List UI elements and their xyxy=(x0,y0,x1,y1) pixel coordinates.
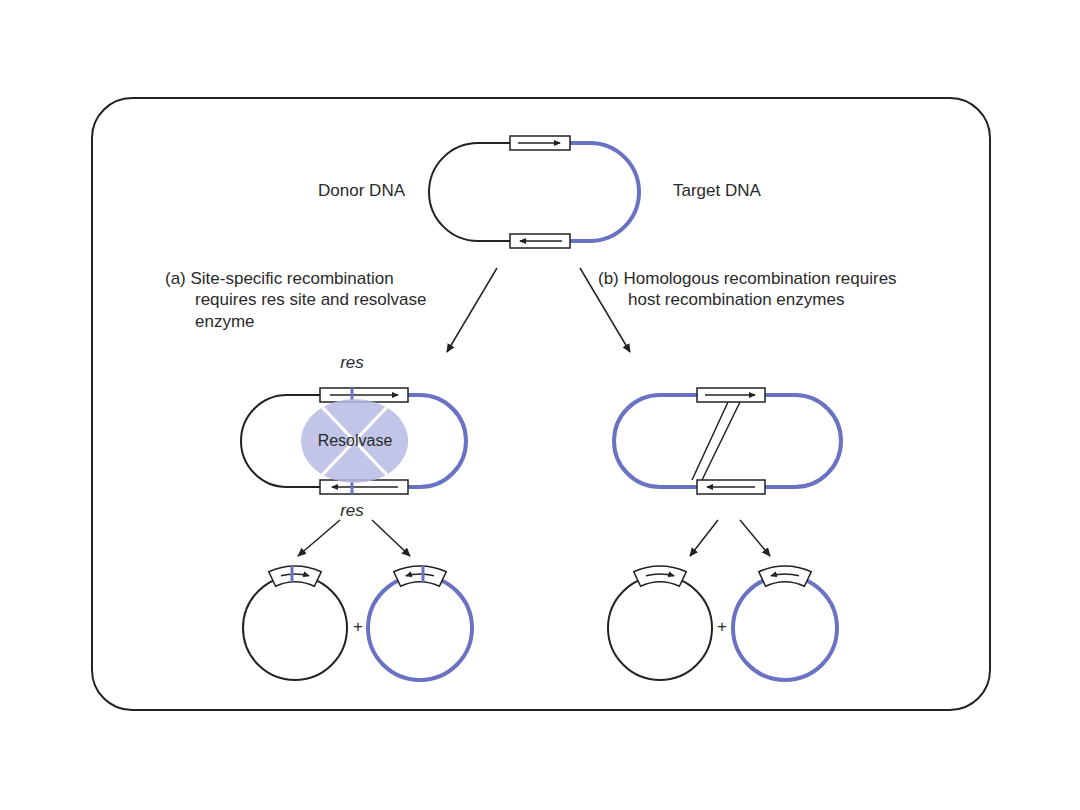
pathway-a-caption: (a) Site-specific recombination requires… xyxy=(165,268,455,332)
plus-sign: + xyxy=(353,616,363,637)
enzyme-name: Resolvase xyxy=(318,432,393,450)
res-site-label: res xyxy=(340,352,364,373)
res-site-label: res xyxy=(340,500,364,521)
target-dna-label: Target DNA xyxy=(673,180,761,201)
donor-dna-label: Donor DNA xyxy=(318,180,405,201)
plus-sign: + xyxy=(717,616,727,637)
pathway-b-caption: (b) Homologous recombination requires ho… xyxy=(598,268,898,311)
resolvase-enzyme: Resolvase xyxy=(301,399,408,483)
